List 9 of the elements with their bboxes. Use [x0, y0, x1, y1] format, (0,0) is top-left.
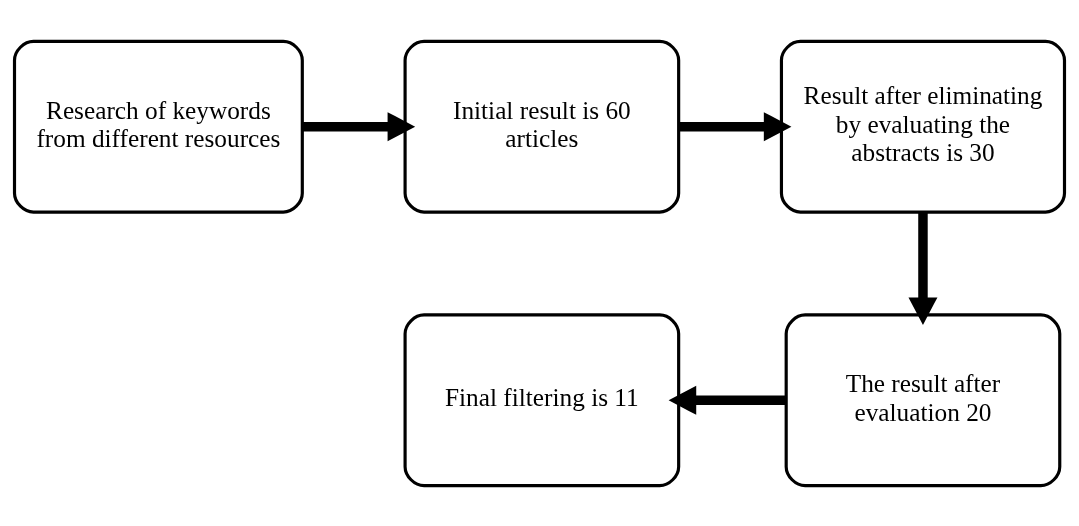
node-box: Result after eliminating by evaluating the abstracts is 30 — [779, 39, 1067, 214]
arrow — [908, 212, 938, 325]
arrow — [302, 111, 416, 141]
arrow — [678, 111, 792, 141]
node-box: Final filtering is 11 — [403, 312, 681, 487]
node-box: Initial result is 60 articles — [403, 39, 681, 214]
node-box: Research of keywords from different resources — [12, 39, 304, 214]
node-box: The result after evaluation 20 — [784, 312, 1062, 487]
arrow — [668, 385, 786, 415]
